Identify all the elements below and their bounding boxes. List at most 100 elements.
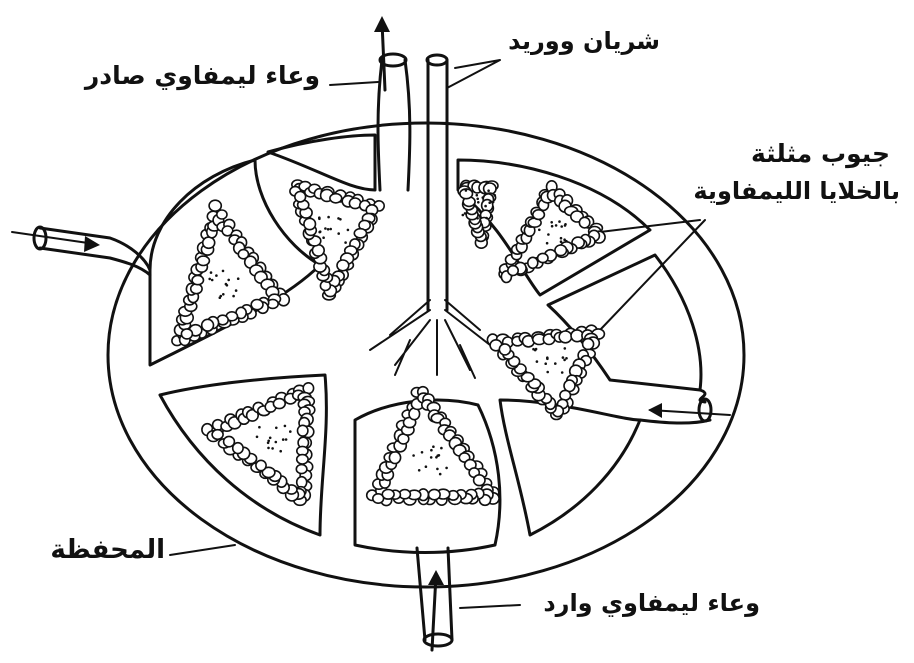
sinus-dot — [561, 371, 564, 374]
sinus-dot — [432, 445, 435, 448]
sinus-dot — [555, 224, 558, 227]
lymphocyte-cell — [192, 276, 203, 285]
sinus-dot — [536, 360, 539, 363]
lymphocyte-cell — [298, 425, 308, 436]
sinus-dot — [494, 194, 497, 197]
efferent-arrow-head — [374, 16, 390, 32]
sinus-dot — [275, 441, 278, 444]
leader-capsule — [170, 545, 235, 555]
sinus-dot — [534, 349, 537, 352]
sinus-dot — [476, 198, 479, 201]
lymphocyte-cell — [224, 436, 235, 446]
lymphocyte-cell — [389, 452, 400, 464]
sinus-dot — [445, 467, 448, 470]
sinus-dot — [329, 228, 332, 231]
sinus-dot — [210, 271, 213, 274]
sinus-dot — [487, 189, 490, 192]
sinus-dot — [344, 241, 347, 244]
sinus-dot — [267, 447, 270, 450]
sinus-dot — [421, 451, 424, 454]
lymphocyte-cell — [508, 266, 518, 276]
leader-efferent — [330, 82, 378, 85]
lymphocyte-cell — [533, 210, 545, 220]
label-triangular-cavities-1: جيوب مثلثة — [690, 140, 890, 168]
sinus-dot — [425, 465, 428, 468]
sinus-dot — [538, 229, 541, 232]
sinus-dot — [560, 240, 563, 243]
lymphocyte-cell — [181, 329, 192, 339]
sinus-dot — [436, 468, 439, 471]
sinus-dot — [318, 231, 321, 234]
sinus-dot — [227, 279, 230, 282]
afferent-vessel-bottom — [424, 634, 452, 646]
lymphocyte-cell — [202, 319, 214, 331]
lymphocyte-cell — [429, 489, 441, 499]
sinus-dot — [551, 225, 554, 228]
sinus-dot — [464, 212, 467, 215]
sinus-dot — [476, 217, 479, 220]
sinus-dot — [258, 426, 261, 429]
sinus-dot — [269, 437, 272, 440]
sinus-dot — [439, 473, 442, 476]
artery-vein — [427, 55, 447, 65]
sinus-dot — [482, 196, 485, 199]
lymphocyte-cell — [337, 260, 349, 271]
sinus-dot — [563, 359, 566, 362]
sinus-dot — [225, 283, 228, 286]
sinus-dot — [327, 228, 330, 231]
sinus-dot — [440, 447, 443, 450]
sinus-dot — [267, 440, 270, 443]
afferent-vessel-left — [40, 228, 150, 275]
label-afferent-vessel: وعاء ليمفاوي وارد — [520, 590, 760, 616]
lymphocyte-cell — [197, 256, 209, 265]
sinus-dot — [318, 216, 321, 219]
sinus-dot — [436, 454, 439, 457]
sinus-dot — [347, 229, 350, 232]
lymphocyte-cell — [296, 465, 307, 474]
sinus-dot — [222, 270, 225, 273]
lymphocyte-clusters — [172, 180, 605, 506]
sinus-dot — [550, 221, 553, 224]
sinus-dot — [546, 356, 549, 359]
sinus-dot — [462, 214, 465, 217]
trabeculae-outline — [500, 400, 640, 535]
sinus-dot — [215, 274, 218, 277]
sinus-dot — [488, 201, 491, 204]
sinus-dot — [564, 347, 567, 350]
lymphocyte-cell — [273, 399, 285, 409]
lymphocyte-cell — [209, 200, 221, 211]
sinus-dot — [547, 233, 550, 236]
lymphocyte-cell — [217, 210, 227, 219]
sinus-dot — [208, 278, 211, 281]
sinus-dot — [322, 236, 325, 239]
sinus-dot — [465, 189, 468, 192]
sinus-dot — [271, 447, 274, 450]
sinus-dot — [412, 454, 415, 457]
lymphocyte-cell — [538, 253, 548, 262]
lymphocyte-cell — [382, 490, 394, 500]
artery-vein — [428, 60, 447, 310]
lymphocyte-cell — [528, 257, 538, 268]
sinus-dot — [492, 201, 495, 204]
label-triangular-cavities-2: بالخلايا الليمفاوية — [680, 178, 900, 204]
lymphocyte-cell — [297, 455, 308, 464]
lymphocyte-cell — [330, 194, 342, 203]
sinus-dot — [430, 456, 433, 459]
leader-artery-vein — [447, 60, 500, 88]
lymphocyte-cell — [559, 331, 571, 343]
sinus-dot — [430, 449, 433, 452]
sinus-dot — [337, 232, 340, 235]
sinus-dot — [418, 469, 421, 472]
lymphocyte-cell — [579, 217, 589, 228]
sinus-dot — [285, 438, 288, 441]
lymphocyte-cell — [354, 229, 366, 238]
sinus-dot — [282, 438, 285, 441]
sinus-dot — [477, 201, 480, 204]
sinus-dot — [289, 430, 292, 433]
sinus-dot — [237, 277, 240, 280]
label-artery-vein: شريان ووريد — [500, 28, 660, 54]
sinus-dot — [546, 242, 549, 245]
sinus-dot — [476, 194, 479, 197]
lymphocyte-cell — [256, 460, 266, 470]
